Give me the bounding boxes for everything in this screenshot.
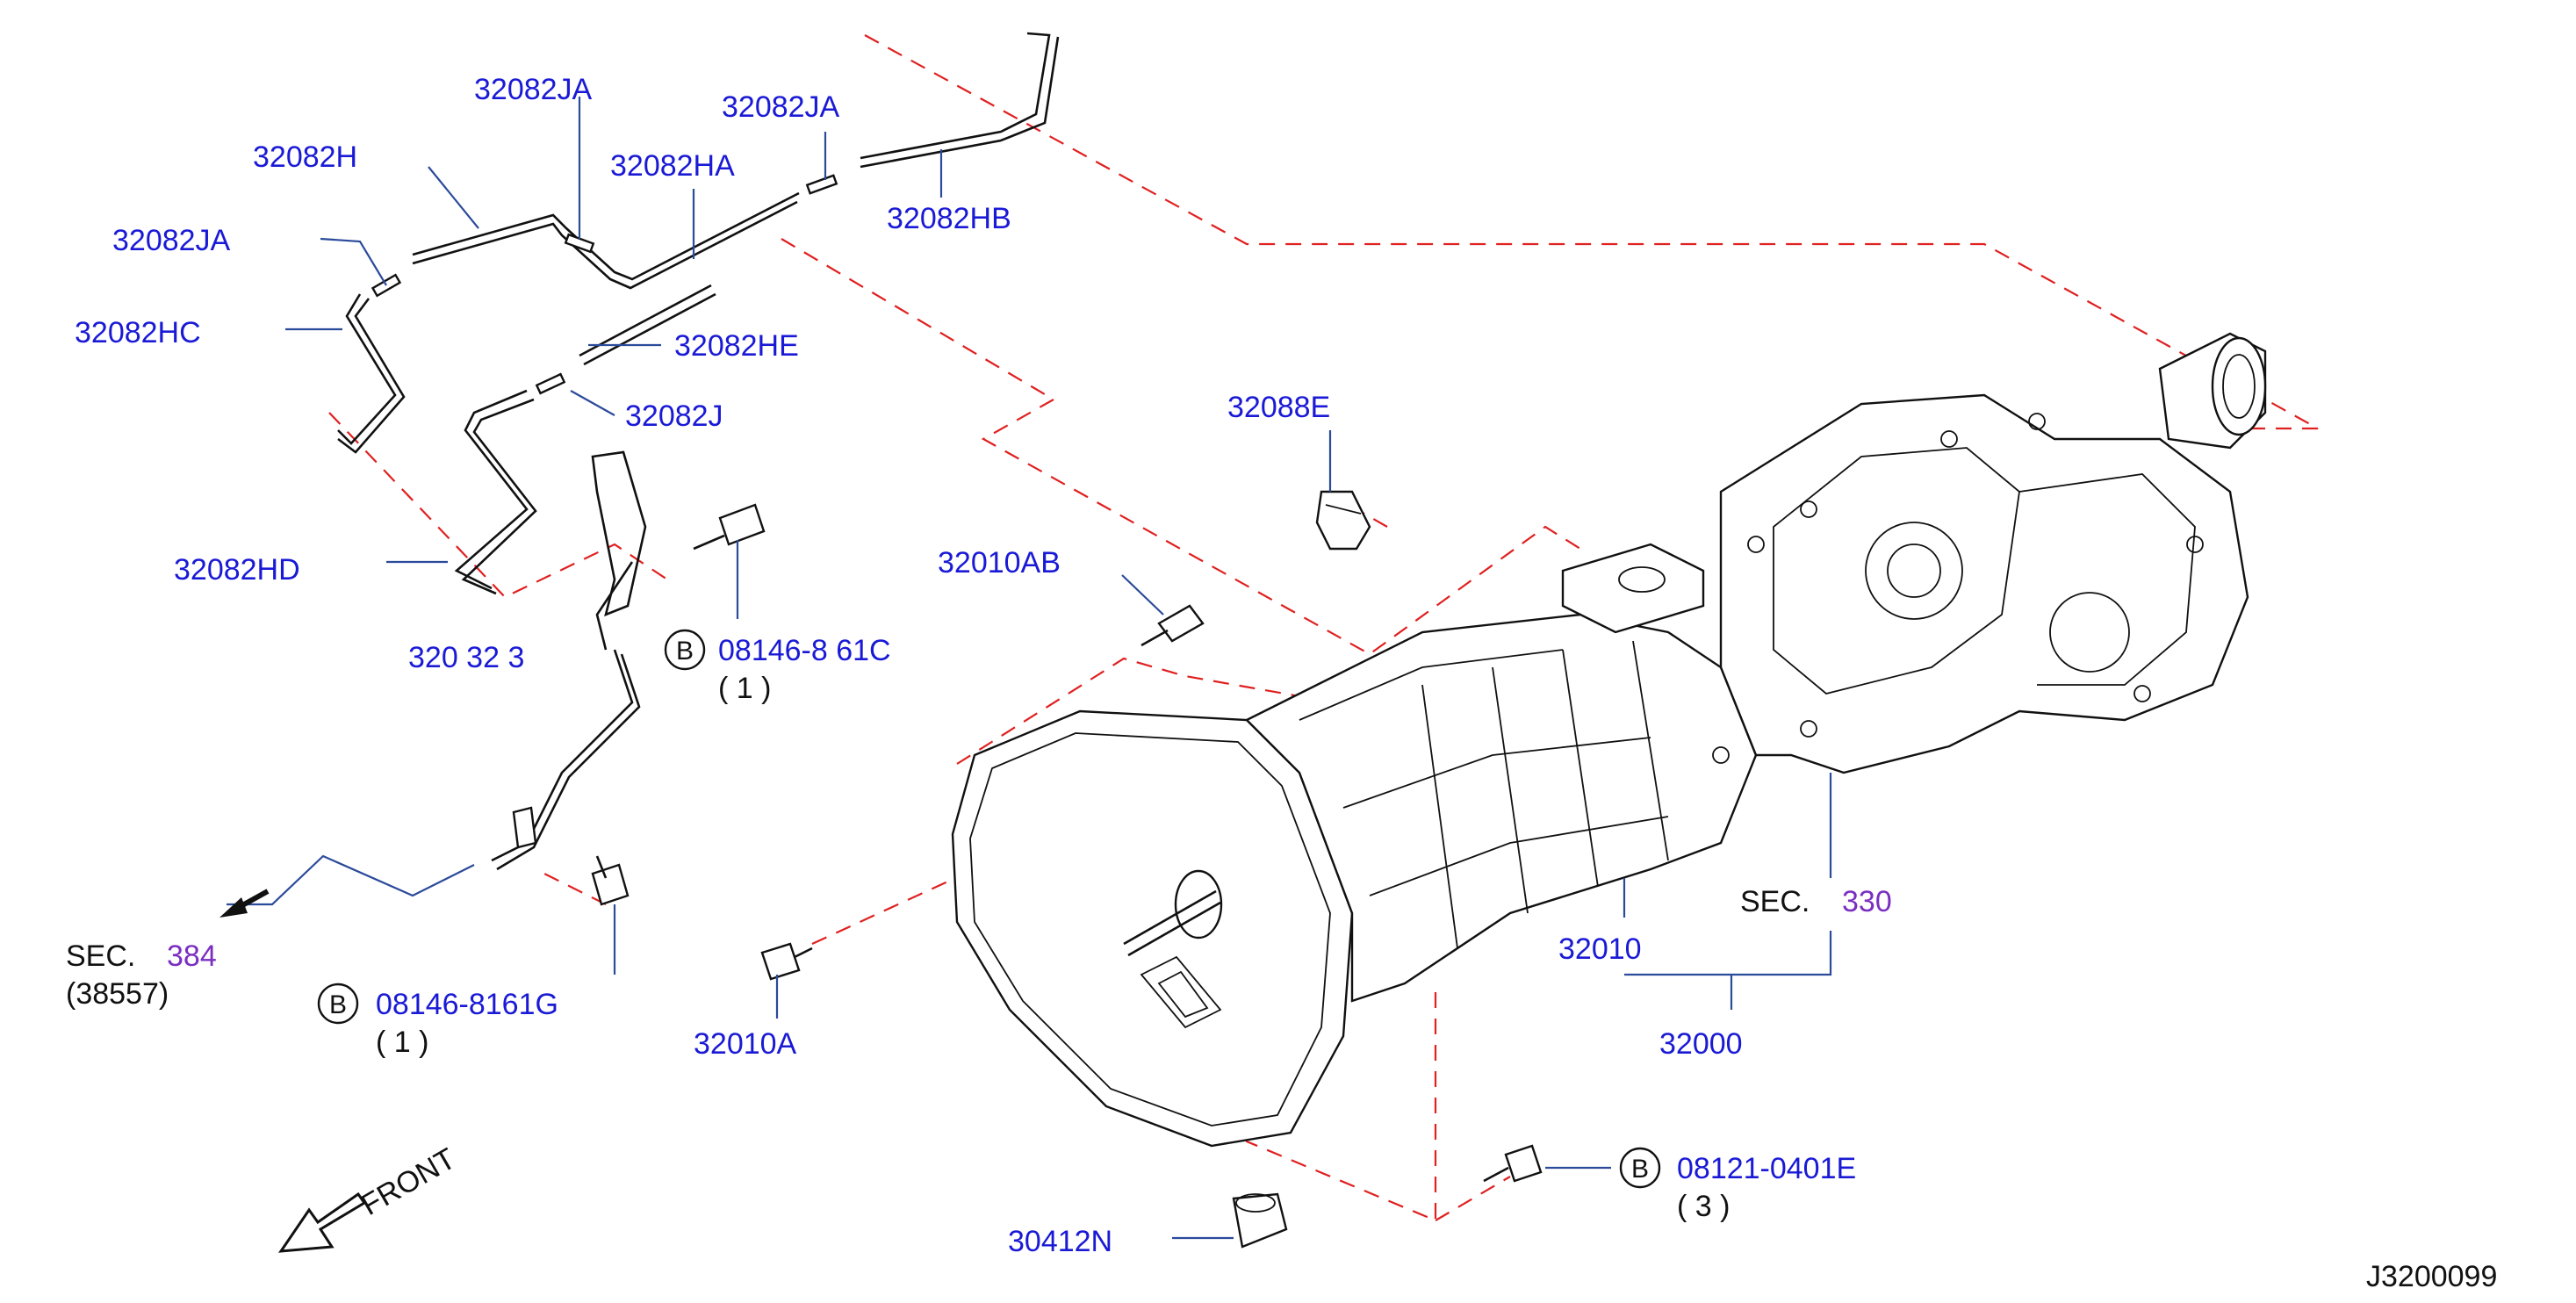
bolt-marker-circle <box>664 629 706 671</box>
plug-32088E <box>1315 490 1371 551</box>
label-32082HC: 32082HC <box>75 316 201 349</box>
label-32010A: 32010A <box>694 1027 797 1061</box>
plug-30412N <box>1232 1192 1288 1249</box>
label-32082HA: 32082HA <box>610 149 735 183</box>
vent-hose-assembly <box>337 32 1060 595</box>
bolt-callout-lower-left: B 08146-8161G ( 1 ) <box>317 983 558 1059</box>
bolt-part-lower-left: 08146-8161G <box>376 988 558 1021</box>
sec-prefix: SEC. <box>66 939 135 973</box>
bolt-marker-circle <box>317 983 359 1025</box>
label-32082HB: 32082HB <box>887 202 1011 235</box>
label-32082J: 32082J <box>625 400 723 433</box>
label-30412N: 30412N <box>1008 1225 1112 1258</box>
label-32082JA-mid: 32082JA <box>722 90 840 124</box>
bolt-08146-upper <box>693 503 766 551</box>
bolt-qty-lower-left: ( 1 ) <box>376 1026 428 1059</box>
front-label: FRONT <box>356 1141 461 1221</box>
label-32082H: 32082H <box>253 140 357 174</box>
label-32010: 32010 <box>1558 932 1642 966</box>
front-arrow-icon <box>277 1191 367 1253</box>
bolt-08121 <box>1483 1144 1543 1183</box>
label-32082JA-top: 32082JA <box>474 73 593 106</box>
sec-sub: (38557) <box>66 977 169 1011</box>
label-32082HD: 32082HD <box>174 553 300 587</box>
hose-joint-2 <box>805 174 838 195</box>
diagram-id: J3200099 <box>2366 1260 2497 1293</box>
section-ref-330: SEC. 330 <box>1740 885 1892 918</box>
label-32082HE: 32082HE <box>674 329 799 363</box>
label-32088E: 32088E <box>1227 391 1330 424</box>
bolt-part-lower-right: 08121-0401E <box>1677 1152 1856 1185</box>
sec-number: 330 <box>1842 885 1892 918</box>
bolt-qty-upper: ( 1 ) <box>718 672 771 705</box>
bolt-32010AB <box>1140 604 1205 647</box>
bolt-marker-letter: B <box>676 637 694 666</box>
bolt-qty-lower-right: ( 3 ) <box>1677 1190 1730 1223</box>
sec-prefix: SEC. <box>1740 885 1810 918</box>
label-32082JA-left: 32082JA <box>112 224 231 257</box>
hose-joint-1 <box>564 233 595 254</box>
label-partial-320323: 320 32 3 <box>408 641 524 674</box>
transmission-assembly-illustration <box>951 332 2267 1148</box>
bolt-callout-lower-right: B 08121-0401E ( 3 ) <box>1619 1147 1856 1223</box>
leader-lines <box>227 97 1832 1240</box>
sec-number: 384 <box>167 939 217 973</box>
bolt-marker-circle <box>1619 1147 1661 1189</box>
bolt-marker-letter: B <box>1631 1155 1649 1184</box>
bolt-marker-letter: B <box>329 990 347 1019</box>
sec-384-arrow <box>219 889 270 918</box>
bolt-part-upper: 08146-8 61C <box>718 634 891 667</box>
bolt-32010A <box>760 942 813 981</box>
label-32000: 32000 <box>1659 1027 1743 1061</box>
label-32010AB: 32010AB <box>938 546 1061 580</box>
part-labels: 32082JA 32082JA 32082H 32082HA 32082HB 3… <box>75 73 1743 1258</box>
hose-joint-4 <box>535 372 566 395</box>
bolt-08146-lower <box>591 855 630 906</box>
bracket-and-breather-pipe <box>491 450 647 871</box>
bolt-callout-upper: B 08146-8 61C ( 1 ) <box>664 629 891 705</box>
section-ref-384: SEC. 384 (38557) <box>66 939 217 1011</box>
